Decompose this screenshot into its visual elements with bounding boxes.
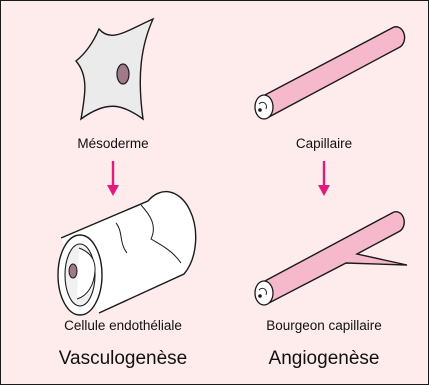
label-capillary: Capillaire bbox=[264, 136, 384, 151]
capillary-sprout bbox=[255, 212, 407, 305]
endothelial-tube bbox=[58, 192, 196, 315]
label-endothelial-cell: Cellule endothéliale bbox=[28, 318, 218, 333]
endothelial-nucleus bbox=[69, 264, 77, 278]
right-arrow bbox=[318, 161, 330, 196]
label-mesoderm: Mésoderme bbox=[53, 136, 173, 151]
mesoderm-nucleus bbox=[117, 64, 129, 84]
label-capillary-sprout: Bourgeon capillaire bbox=[229, 318, 419, 333]
mesoderm-cell bbox=[76, 19, 153, 119]
title-vasculogenesis: Vasculogenèse bbox=[28, 348, 218, 370]
capillary bbox=[255, 27, 405, 119]
title-angiogenesis: Angiogenèse bbox=[229, 348, 419, 370]
left-arrow bbox=[107, 161, 119, 196]
